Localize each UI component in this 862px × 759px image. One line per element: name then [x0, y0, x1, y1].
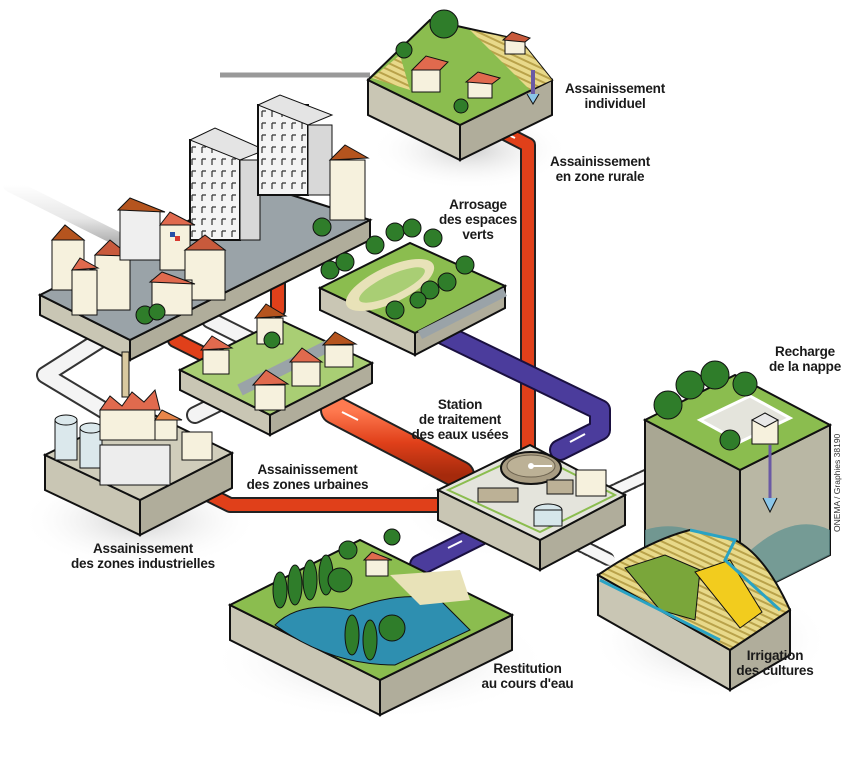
tile-individual-sanitation — [366, 9, 554, 162]
label-industrial-sanitation: Assainissement des zones industrielles — [71, 541, 215, 571]
tile-green-spaces — [317, 218, 508, 357]
label-rural-sanitation: Assainissement en zone rurale — [550, 154, 650, 184]
tile-crop-irrigation — [596, 528, 792, 692]
label-urban-sanitation: Assainissement des zones urbaines — [246, 462, 369, 492]
label-green-spaces-watering: Arrosage des espaces verts — [438, 197, 518, 242]
tile-suburban — [177, 303, 375, 437]
tile-treatment-station — [435, 443, 628, 572]
label-treatment-station: Station de traitement des eaux usées — [411, 397, 509, 442]
tile-river-restitution — [227, 528, 515, 717]
label-river-restitution: Restitution au cours d'eau — [481, 661, 574, 691]
label-crop-irrigation: Irrigation des cultures — [736, 648, 814, 678]
label-individual-sanitation: Assainissement individuel — [565, 81, 665, 111]
tile-urban-city — [37, 94, 373, 362]
label-aquifer-recharge: Recharge de la nappe — [768, 344, 842, 374]
clean-pipe-city — [3, 178, 127, 247]
tile-industrial — [42, 351, 235, 537]
image-credit: ONEMA / Graphies 38190 — [832, 433, 842, 532]
pipes — [3, 72, 687, 576]
